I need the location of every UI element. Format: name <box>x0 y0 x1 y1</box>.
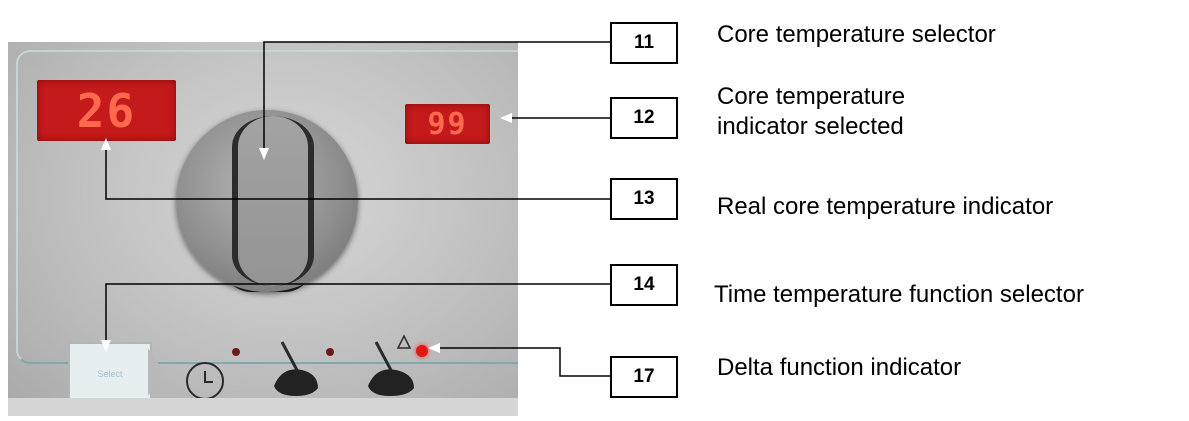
panel-frame <box>16 50 518 364</box>
select-arrow-icon <box>148 348 164 396</box>
callout-box-14: 14 <box>610 264 678 306</box>
core-probe-indicator-led <box>326 348 334 356</box>
leader-17 <box>432 347 610 377</box>
real-core-temperature-display: 26 <box>37 80 176 141</box>
label-time-temperature-function-selector: Time temperature function selector <box>714 281 1084 308</box>
control-panel-photo: 26 99 - + Select <box>8 42 518 416</box>
label-real-core-temperature-indicator: Real core temperature indicator <box>717 193 1054 220</box>
core-probe-icon <box>274 341 318 396</box>
label-core-temperature-indicator-selected: Core temperature indicator selected <box>717 83 906 140</box>
time-indicator-led <box>232 348 240 356</box>
leader-13 <box>105 142 610 200</box>
callout-box-11: 11 <box>610 22 678 64</box>
leader-14 <box>105 283 610 348</box>
label-core-temperature-selector: Core temperature selector <box>717 21 996 48</box>
selected-core-temperature-display: 99 <box>405 104 490 144</box>
callout-box-17: 17 <box>610 356 678 398</box>
panel-bottom-strip <box>8 398 518 416</box>
delta-function-led <box>416 345 428 357</box>
label-delta-function-indicator: Delta function indicator <box>717 354 962 381</box>
leader-11 <box>263 41 610 156</box>
knob-grip[interactable] <box>232 116 314 286</box>
core-temperature-knob[interactable] <box>176 110 358 292</box>
callout-box-12: 12 <box>610 97 678 139</box>
callout-box-13: 13 <box>610 178 678 220</box>
delta-probe-icon <box>368 334 414 396</box>
select-button-label: Select <box>97 369 123 379</box>
